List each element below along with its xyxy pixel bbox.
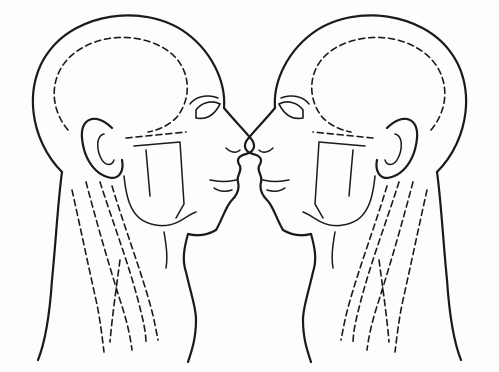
head-left-neck-line [164,232,167,268]
head-left-cranium-dashed [54,37,187,132]
head-right-neck-line [332,232,335,268]
head-right-ear [376,119,417,178]
head-left-zygoma-dashed [126,132,186,138]
head-right-masseter-inner [349,150,353,196]
head-right-muscle-1 [367,182,413,350]
head-right-nostril [259,148,273,152]
head-left [33,15,254,362]
head-left-masseter-inner [146,150,150,196]
head-right-jaw [303,176,375,226]
head-right-outline [245,15,466,235]
head-right-lip [267,188,285,191]
head-left-mouth [210,180,236,182]
head-right-neck-back [437,172,461,360]
head-right-eye [279,102,303,118]
head-right-muscle-4 [395,190,427,352]
head-left-muscle-1 [86,182,132,350]
head-left-muscle-4 [72,190,104,352]
head-right-cranium-dashed [312,37,445,132]
head-right-neck-front [303,234,315,362]
head-left-neck-back [38,172,62,360]
head-left-ear-inner [98,134,114,165]
head-left-outline [33,15,254,235]
head-right-mouth [263,180,289,182]
head-right [245,15,466,362]
head-left-neck-front [184,234,196,362]
head-left-lip [214,188,232,191]
head-right-masseter [315,142,365,218]
head-left-masseter [134,142,184,218]
head-right-zygoma-dashed [313,132,373,138]
head-right-muscle-2 [353,182,399,344]
head-left-eye [196,102,220,118]
head-right-ear-inner [385,134,401,165]
head-left-jaw [124,176,196,226]
head-left-nostril [226,148,240,152]
head-left-ear [82,119,123,178]
head-left-muscle-2 [100,182,146,344]
